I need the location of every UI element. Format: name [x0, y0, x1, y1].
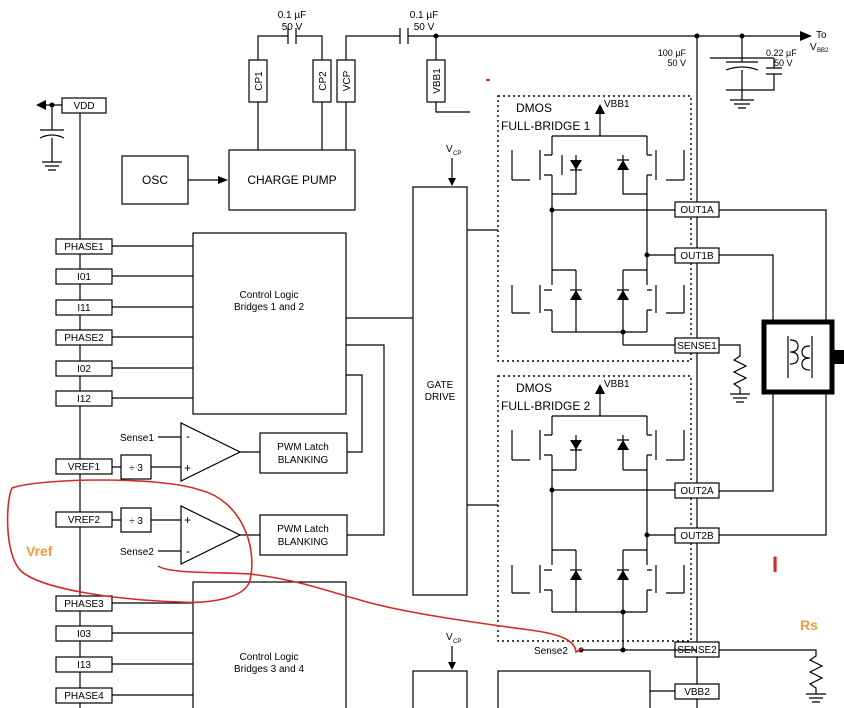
gate-drive-line2: DRIVE — [425, 392, 456, 403]
pin-vref1: VREF1 — [68, 462, 101, 473]
vbb2-label: V — [810, 42, 817, 53]
pin-cp1: CP1 — [254, 71, 265, 91]
comparator-2: ÷ 3 + - Sense2 PWM Latch BLANKING — [112, 344, 385, 565]
pwm2-line1: PWM Latch — [277, 524, 329, 535]
top-pins: CP1 CP2 VCP VBB1 — [248, 59, 490, 150]
bridge2-line2: FULL-BRIDGE 2 — [501, 399, 591, 413]
opamp1-minus: - — [186, 429, 190, 443]
bridge1-line1: DMOS — [516, 101, 552, 115]
pin-out2a: OUT2A — [680, 486, 714, 497]
pin-vbb2: VBB2 — [684, 687, 710, 698]
vcp-subscript-2: CP — [453, 639, 461, 645]
to-label: To — [816, 30, 827, 41]
osc-block: OSC — [142, 173, 168, 187]
rs-annotation: Rs — [800, 617, 818, 633]
pin-i11: I11 — [77, 303, 91, 314]
cap-c4-voltage: 50 V — [774, 58, 793, 68]
pin-vref2: VREF2 — [68, 515, 101, 526]
lower-block — [497, 670, 651, 708]
pin-out1a: OUT1A — [680, 205, 714, 216]
vbb2-subscript: BB2 — [817, 48, 829, 54]
gate-drive-line1: GATE — [427, 380, 454, 391]
control-logic-1: Control Logic Bridges 1 and 2 — [192, 232, 413, 415]
div3-1: ÷ 3 — [129, 463, 143, 474]
cap-c3-voltage: 50 V — [667, 58, 686, 68]
pin-phase3: PHASE3 — [64, 599, 104, 610]
control-logic-2: Control Logic Bridges 3 and 4 — [192, 581, 347, 708]
pwm2-line2: BLANKING — [278, 537, 329, 548]
pin-phase2: PHASE2 — [64, 333, 104, 344]
pin-out1b: OUT1B — [680, 251, 714, 262]
osc-charge-pump: OSC CHARGE PUMP — [121, 149, 356, 211]
full-bridge-2: DMOS FULL-BRIDGE 2 VBB1 — [497, 375, 697, 653]
comparator-1: ÷ 3 - + Sense1 PWM Latch BLANKING — [112, 374, 363, 482]
gate-drive: V CP GATE DRIVE V CP — [412, 144, 498, 708]
sense2-label: Sense2 — [120, 547, 154, 558]
pin-vbb1: VBB1 — [432, 68, 443, 94]
cap-c2-voltage: 50 V — [414, 22, 435, 33]
pin-i03: I03 — [77, 629, 91, 640]
full-bridge-1: DMOS FULL-BRIDGE 1 VBB1 — [497, 95, 697, 362]
pwm1-line2: BLANKING — [278, 455, 329, 466]
pwm1-line1: PWM Latch — [277, 442, 329, 453]
annotations: Vref I Rs — [6, 479, 818, 654]
pin-sense1: SENSE1 — [677, 341, 717, 352]
pin-out2b: OUT2B — [680, 531, 714, 542]
cap-c1-value: 0.1 µF — [278, 10, 307, 21]
pin-vdd: VDD — [73, 101, 94, 112]
control-logic-1-line2: Bridges 1 and 2 — [234, 302, 304, 313]
bridge2-vbb1: VBB1 — [604, 379, 630, 390]
motor-and-sense: Sense2 — [534, 209, 844, 703]
control-logic-1-line1: Control Logic — [240, 290, 299, 301]
current-annotation: I — [772, 552, 778, 577]
vcp-subscript: CP — [453, 151, 461, 157]
sense2-tap-label: Sense2 — [534, 646, 568, 657]
pin-i13: I13 — [77, 660, 91, 671]
pin-i12: I12 — [77, 394, 91, 405]
cap-c3-value: 100 µF — [658, 48, 687, 58]
sense1-label: Sense1 — [120, 433, 154, 444]
charge-pump-capacitors: 0.1 µF 50 V 0.1 µF 50 V To V BB2 100 µF … — [257, 10, 829, 708]
bridge1-line2: FULL-BRIDGE 1 — [501, 119, 591, 133]
vcp-label-2: V — [446, 632, 453, 643]
pin-vcp: VCP — [342, 70, 353, 91]
bridge1-vbb1: VBB1 — [604, 99, 630, 110]
left-pins: PHASE1 I01 I11 PHASE2 I02 I12 VREF1 VREF… — [55, 238, 193, 704]
pin-i01: I01 — [77, 272, 91, 283]
pin-i02: I02 — [77, 364, 91, 375]
control-logic-2-line2: Bridges 3 and 4 — [234, 664, 304, 675]
cap-c4-value: 0.22 µF — [766, 48, 797, 58]
opamp2-plus: + — [184, 513, 191, 527]
pin-phase1: PHASE1 — [64, 242, 104, 253]
bridge2-line1: DMOS — [516, 381, 552, 395]
cap-c2-value: 0.1 µF — [410, 10, 439, 21]
cap-c1-voltage: 50 V — [282, 22, 303, 33]
pin-sense2: SENSE2 — [677, 645, 717, 656]
control-logic-2-line1: Control Logic — [240, 652, 299, 663]
pin-cp2: CP2 — [318, 71, 329, 91]
pin-phase4: PHASE4 — [64, 691, 104, 702]
charge-pump-block: CHARGE PUMP — [247, 173, 336, 187]
opamp1-plus: + — [184, 461, 191, 475]
vcp-label: V — [446, 144, 453, 155]
div3-2: ÷ 3 — [129, 516, 143, 527]
vref-annotation: Vref — [26, 543, 53, 559]
opamp2-minus: - — [186, 544, 190, 558]
output-pins: OUT1A OUT1B SENSE1 OUT2A OUT2B SENSE2 VB… — [650, 201, 720, 700]
